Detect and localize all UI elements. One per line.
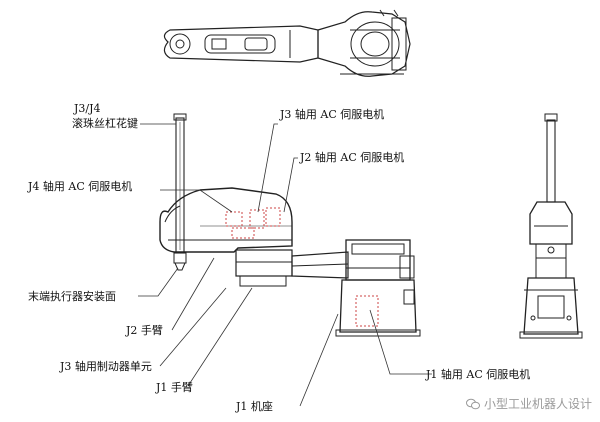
label-j1-arm: J1 手臂 <box>156 381 193 394</box>
watermark-text: 小型工业机器人设计 <box>483 397 592 411</box>
watermark: 小型工业机器人设计 <box>465 395 592 412</box>
label-j3-motor: J3 轴用 AC 伺服电机 <box>280 108 385 121</box>
top-view <box>163 9 411 77</box>
label-j3-brake: J3 轴用制动器单元 <box>60 360 152 373</box>
front-view <box>519 113 583 339</box>
leader-lines <box>138 123 432 407</box>
wechat-icon <box>465 398 480 409</box>
label-j4-motor: J4 轴用 AC 伺服电机 <box>28 180 133 193</box>
side-view <box>159 113 421 337</box>
label-j2-motor: J2 轴用 AC 伺服电机 <box>300 151 405 164</box>
label-j2-arm: J2 手臂 <box>126 324 163 337</box>
label-ball-screw-spline: 滚珠丝杠花键 <box>72 117 138 130</box>
label-j1-base: J1 机座 <box>236 400 273 413</box>
label-j3j4: J3/J4 <box>74 102 101 115</box>
label-end-effector: 末端执行器安装面 <box>28 290 116 303</box>
label-j1-motor: J1 轴用 AC 伺服电机 <box>426 368 531 381</box>
